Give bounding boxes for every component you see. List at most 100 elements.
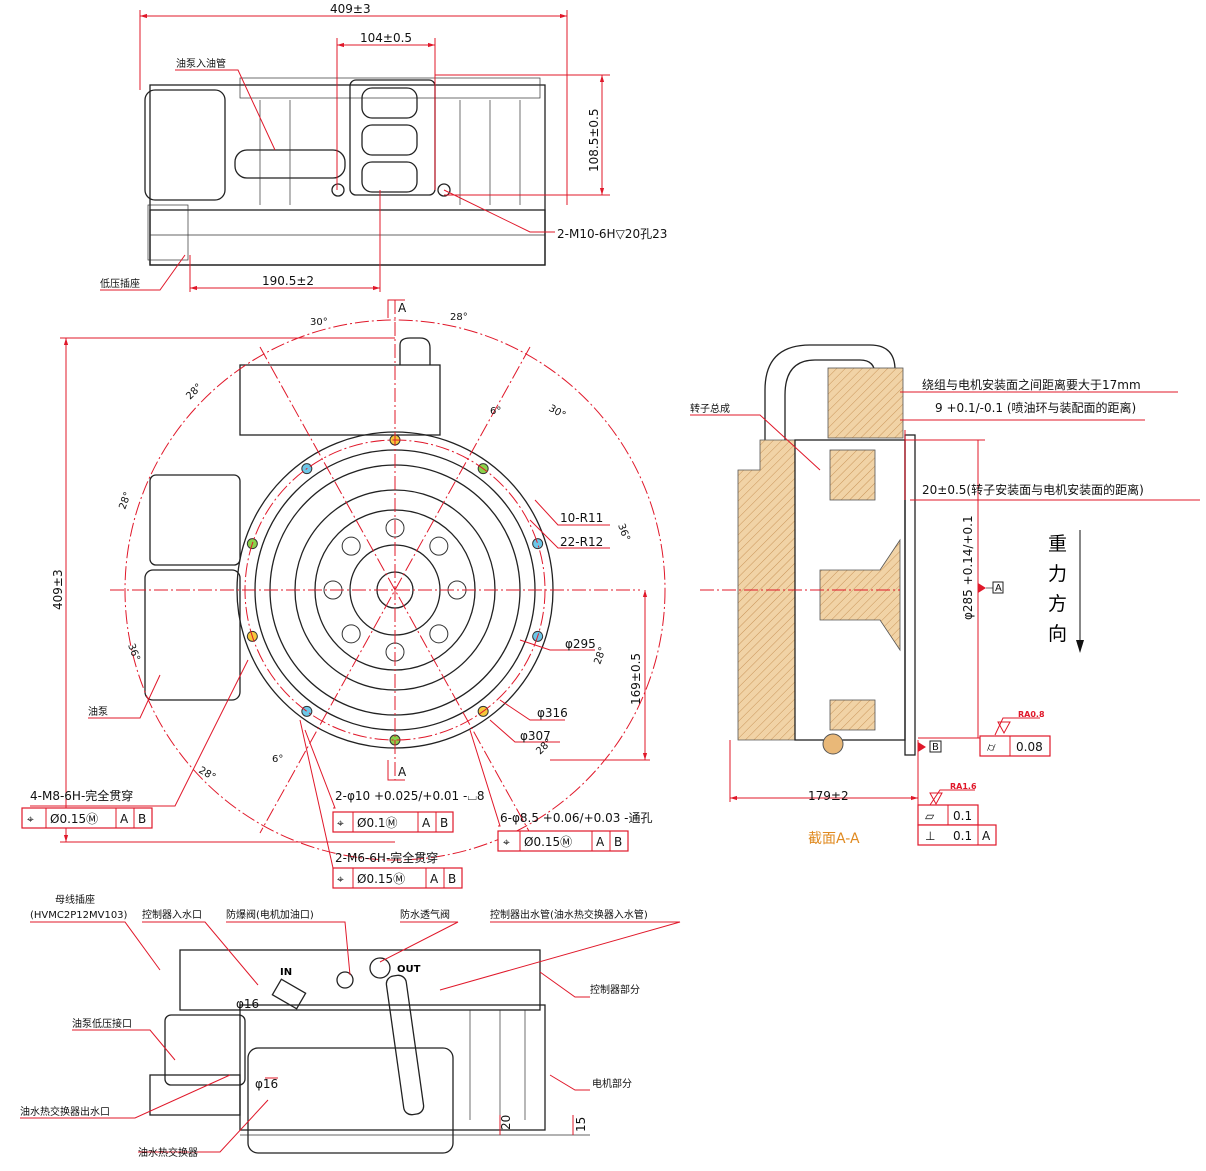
dia-16-a: φ16 [236, 997, 259, 1011]
label-busbar-pn: (HVMC2P12MV103) [30, 910, 128, 921]
section-mark-top: A [398, 301, 407, 315]
rotor-hole [341, 536, 361, 556]
dim-offset: 190.5±2 [262, 274, 314, 288]
label-vent: 防水透气阀 [400, 908, 450, 921]
label-hx-out: 油水热交换器出水口 [20, 1105, 110, 1118]
svg-text:RA0.8: RA0.8 [1018, 710, 1045, 719]
svg-text:Ø0.15Ⓜ: Ø0.15Ⓜ [50, 812, 98, 826]
svg-text:0.08: 0.08 [1016, 740, 1043, 754]
svg-text:⌖: ⌖ [337, 816, 344, 830]
svg-text:2-M6-6H-完全贯穿: 2-M6-6H-完全贯穿 [335, 850, 438, 865]
svg-text:⌭: ⌭ [987, 740, 996, 754]
front-view-body [144, 337, 554, 749]
angle: 28° [450, 312, 468, 323]
label-hx: 油水热交换器 [138, 1146, 198, 1159]
svg-text:⌖: ⌖ [503, 835, 510, 849]
angle: 6° [272, 754, 283, 765]
bottom-view: IN OUT 母线插座 (HVMC2P12MV103) 控制器入水口 防爆阀(电… [20, 893, 681, 1159]
svg-text:力: 力 [1048, 563, 1067, 585]
angle: 36° [125, 642, 141, 662]
arrow-down-icon [1076, 640, 1084, 653]
gravity-direction: 重 力 方 向 [1048, 530, 1084, 653]
rotor-hole [429, 536, 449, 556]
label-motor-part: 电机部分 [592, 1077, 632, 1090]
dim-height: 108.5±0.5 [587, 109, 601, 173]
note-winding: 绕组与电机安装面之间距离要大于17mm [922, 377, 1141, 392]
dim-20: 20 [499, 1115, 513, 1130]
svg-text:A: A [422, 816, 431, 830]
label-ctrl-in: 控制器入水口 [142, 908, 202, 921]
top-view-body [144, 77, 546, 266]
label-r11: 10-R11 [560, 511, 603, 525]
angle: 30° [310, 317, 328, 328]
svg-text:0.1: 0.1 [953, 809, 972, 823]
angle: 6° [490, 406, 501, 417]
svg-text:⊥: ⊥ [925, 829, 935, 843]
dia-16-b: φ16 [255, 1077, 278, 1091]
label-busbar: 母线插座 [55, 893, 95, 906]
svg-text:A: A [120, 812, 129, 826]
label-ctrl-part: 控制器部分 [590, 983, 640, 996]
dim-169: 169±0.5 [629, 653, 643, 705]
svg-text:B: B [138, 812, 146, 826]
svg-text:方: 方 [1048, 593, 1067, 615]
dim-15: 15 [574, 1117, 588, 1132]
svg-text:Ø0.15Ⓜ: Ø0.15Ⓜ [524, 835, 572, 849]
svg-text:向: 向 [1048, 623, 1067, 645]
flatness-perp-frame: RA1.6 ⏥ 0.1 ⊥ 0.1 A [917, 782, 997, 846]
note-9: 9 +0.1/-0.1 (喷油环与装配面的距离) [935, 400, 1136, 415]
dim-center: 104±0.5 [360, 31, 412, 45]
rotor-hole [341, 624, 361, 644]
svg-text:4-M8-6H-完全贯穿: 4-M8-6H-完全贯穿 [30, 788, 133, 803]
dim-height: 409±3 [51, 569, 65, 610]
rotor-hole [429, 624, 449, 644]
front-view: A A 409±3 169±0.5 30° 28° 28° 6° 30° 28°… [21, 299, 666, 889]
svg-text:A: A [596, 835, 605, 849]
label-oil-pump: 油泵 [88, 705, 108, 718]
bolt-hole [532, 538, 544, 550]
datum-b: B [932, 742, 939, 753]
svg-text:A: A [430, 872, 439, 886]
angle: 28° [184, 382, 204, 402]
svg-text:RA1.6: RA1.6 [950, 782, 977, 791]
note-20: 20±0.5(转子安装面与电机安装面的距离) [922, 482, 1144, 497]
top-view: 409±3 104±0.5 108.5±0.5 190.5±2 油泵入油管 2-… [100, 2, 667, 292]
label-lv-socket: 低压插座 [100, 277, 140, 290]
cylindricity-frame: RA0.8 ⌭ 0.08 [979, 710, 1051, 757]
label-thread: 2-M10-6H▽20孔23 [557, 227, 667, 241]
datum-a: A [995, 583, 1002, 594]
svg-text:0.1: 0.1 [953, 829, 972, 843]
svg-text:6-φ8.5 +0.06/+0.03 -通孔: 6-φ8.5 +0.06/+0.03 -通孔 [500, 811, 653, 825]
svg-text:⏥: ⏥ [925, 809, 935, 823]
bolt-hole [301, 705, 313, 717]
label-valve: 防爆阀(电机加油口) [226, 908, 314, 921]
angle: 28° [117, 491, 133, 511]
angle: 36° [615, 522, 631, 542]
label-oil-inlet: 油泵入油管 [176, 57, 226, 70]
svg-text:Ø0.15Ⓜ: Ø0.15Ⓜ [357, 872, 405, 886]
svg-text:A: A [982, 829, 991, 843]
dia-316: φ316 [537, 706, 568, 720]
label-pump-lv: 油泵低压接口 [72, 1017, 132, 1030]
svg-text:2-φ10 +0.025/+0.01 -⌴8: 2-φ10 +0.025/+0.01 -⌴8 [335, 789, 485, 803]
section-mark-bottom: A [398, 765, 407, 779]
in-mark: IN [280, 967, 292, 978]
label-r12: 22-R12 [560, 535, 603, 549]
dia-307: φ307 [520, 729, 551, 743]
label-rotor: 转子总成 [690, 402, 730, 415]
svg-text:B: B [448, 872, 456, 886]
svg-text:⌖: ⌖ [337, 872, 344, 886]
dim-179: 179±2 [808, 789, 849, 803]
dia-295: φ295 [565, 637, 596, 651]
out-mark: OUT [397, 964, 421, 975]
svg-text:重: 重 [1048, 533, 1067, 555]
section-title: 截面A-A [808, 831, 860, 847]
svg-text:B: B [440, 816, 448, 830]
svg-text:⌖: ⌖ [27, 812, 34, 826]
